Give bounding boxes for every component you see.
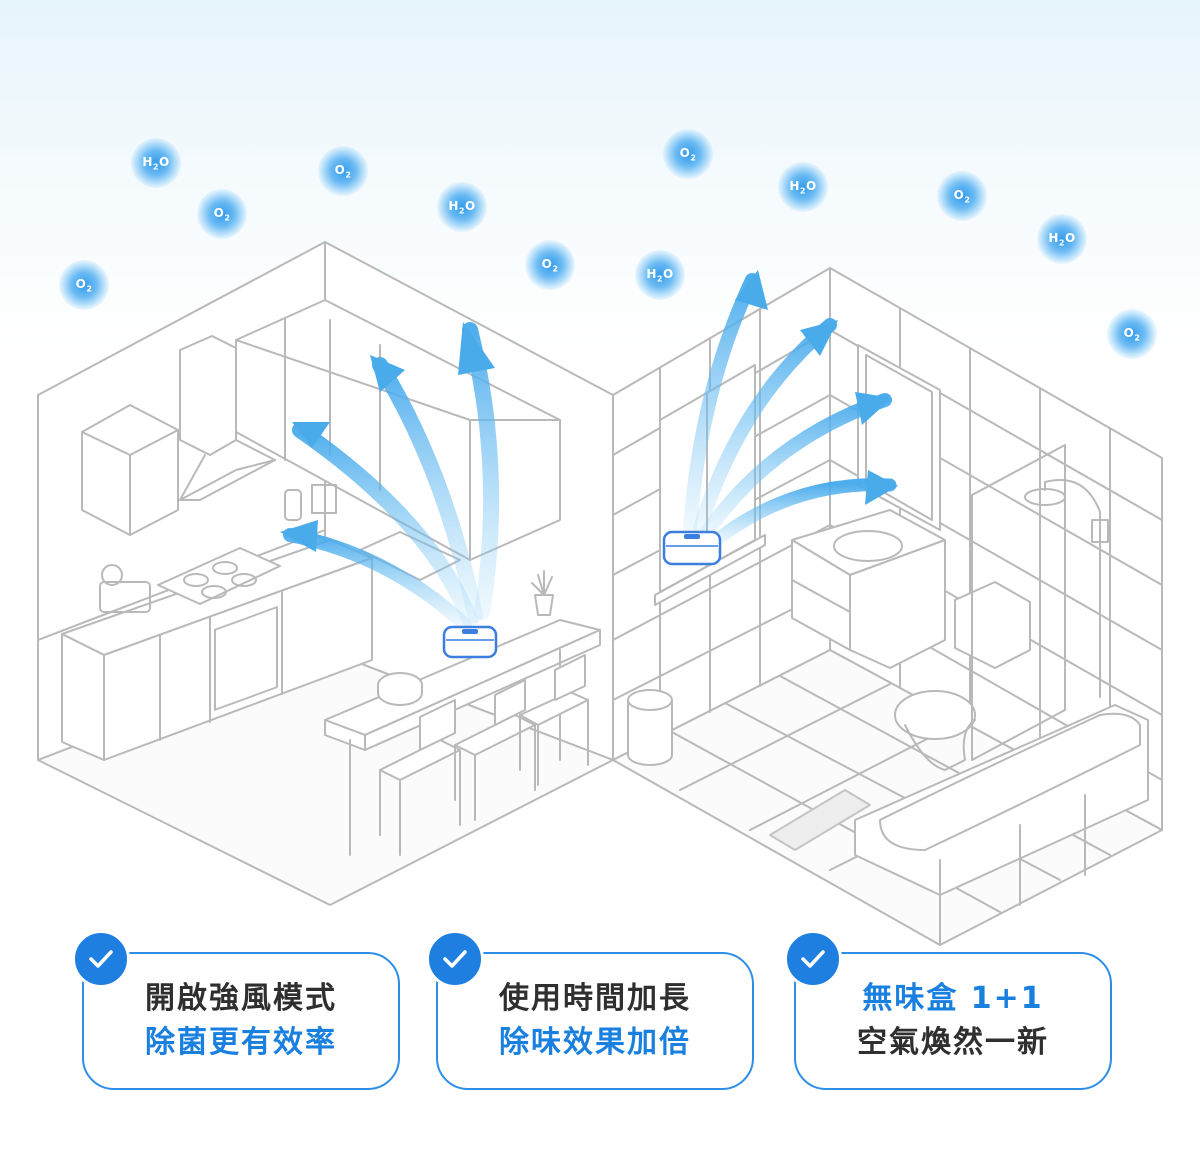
check-icon: [72, 930, 130, 988]
card-line-2: 除味效果加倍: [499, 1025, 691, 1060]
feature-card-longer-use: 使用時間加長 除味效果加倍: [426, 930, 754, 1090]
oxygen-molecule: O2: [1107, 309, 1157, 359]
molecule-label: O2: [75, 276, 93, 294]
molecule-label: H2O: [448, 198, 476, 216]
airflow-arrows: [280, 270, 898, 632]
card-line-2: 除菌更有效率: [145, 1025, 337, 1060]
oxygen-molecule: O2: [525, 240, 575, 290]
check-icon: [784, 930, 842, 988]
kitchen-room: [37, 241, 614, 906]
molecule-label: H2O: [1048, 230, 1076, 248]
molecule-label: H2O: [142, 154, 170, 172]
water-molecule: H2O: [635, 250, 685, 300]
molecule-label: O2: [679, 145, 697, 163]
oxygen-molecule: O2: [197, 189, 247, 239]
rooms-illustration: [37, 241, 1163, 946]
molecule-label: O2: [334, 162, 352, 180]
card-line-1: 開啟強風模式: [145, 981, 337, 1016]
water-molecule: H2O: [437, 182, 487, 232]
deodorizer-device-bathroom: [662, 530, 722, 566]
molecule-label: H2O: [789, 178, 817, 196]
molecule-label: O2: [541, 256, 559, 274]
water-molecule: H2O: [131, 138, 181, 188]
molecule-label: O2: [1123, 325, 1141, 343]
oxygen-molecule: O2: [663, 129, 713, 179]
feature-card-strong-mode: 開啟強風模式 除菌更有效率: [72, 930, 400, 1090]
molecule-label: O2: [213, 205, 231, 223]
molecule-label: H2O: [646, 266, 674, 284]
card-line-1: 使用時間加長: [499, 981, 691, 1016]
feature-card-one-plus-one: 無味盒 1+1 空氣煥然一新: [784, 930, 1112, 1090]
card-line-2: 空氣煥然一新: [857, 1025, 1049, 1060]
oxygen-molecule: O2: [59, 260, 109, 310]
bathroom-room: [612, 267, 1163, 946]
oxygen-molecule: O2: [937, 171, 987, 221]
deodorizer-device-kitchen: [442, 625, 498, 659]
card-line-1: 無味盒 1+1: [862, 981, 1044, 1016]
check-icon: [426, 930, 484, 988]
water-molecule: H2O: [1037, 214, 1087, 264]
molecule-label: O2: [953, 187, 971, 205]
oxygen-molecule: O2: [318, 146, 368, 196]
water-molecule: H2O: [778, 162, 828, 212]
